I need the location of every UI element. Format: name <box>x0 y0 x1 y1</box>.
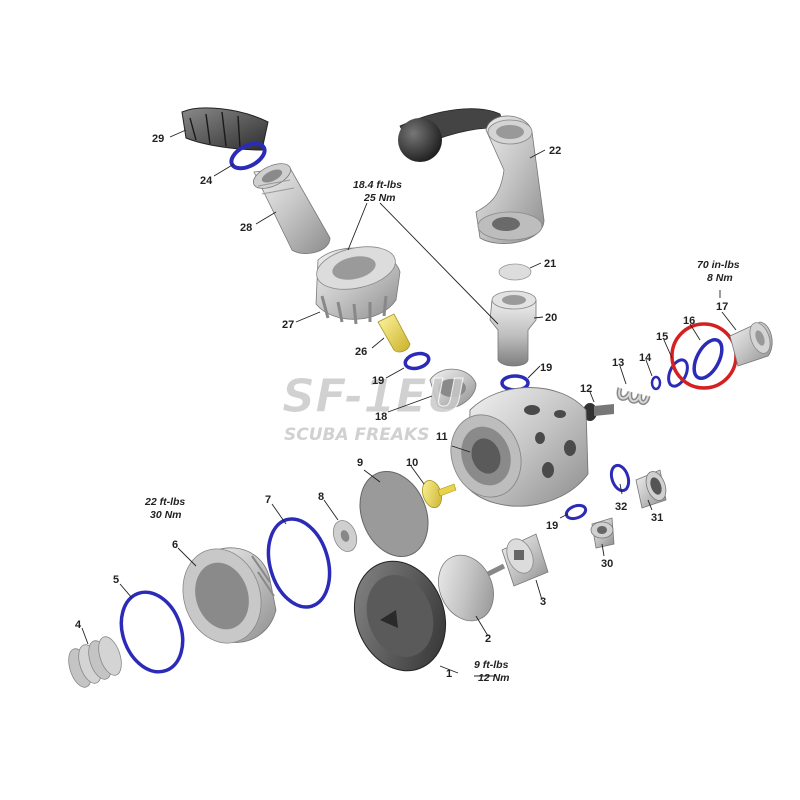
label-21: 21 <box>544 258 556 270</box>
label-2: 2 <box>485 633 491 645</box>
part-1-cap <box>353 560 447 672</box>
torque-4-line2: 12 Nm <box>478 672 510 684</box>
label-9: 9 <box>357 457 363 469</box>
part-28-stem <box>252 163 331 254</box>
label-8: 8 <box>318 491 324 503</box>
label-15: 15 <box>656 331 668 343</box>
part-5-oring <box>119 590 185 674</box>
part-32-oring <box>609 463 631 493</box>
torque-spec-labels: 18.4 ft-lbs 25 Nm 70 in-lbs 8 Nm 22 ft-l… <box>144 179 740 684</box>
label-6: 6 <box>172 539 178 551</box>
part-19-oring-a <box>403 351 431 371</box>
watermark-tagline: SCUBA FREAKS <box>284 425 429 445</box>
label-16: 16 <box>683 315 695 327</box>
label-29: 29 <box>152 133 164 145</box>
part-21-filter-disc <box>498 263 532 281</box>
part-29-cap <box>181 107 269 151</box>
leader-lines <box>81 129 737 677</box>
label-1: 1 <box>446 668 452 680</box>
label-31: 31 <box>651 512 663 524</box>
part-9-diaphragm <box>359 470 429 558</box>
torque-3-line2: 30 Nm <box>150 509 182 521</box>
torque-4-line1: 9 ft-lbs <box>474 659 509 671</box>
label-19c: 19 <box>546 520 558 532</box>
label-4: 4 <box>75 619 82 631</box>
label-26: 26 <box>355 346 367 358</box>
label-30: 30 <box>601 558 613 570</box>
part-7-oring <box>266 517 332 609</box>
part-10-brass-pin <box>422 479 457 509</box>
part-19-oring-c <box>564 503 588 521</box>
part-4-spring <box>68 636 122 688</box>
torque-1-line1: 18.4 ft-lbs <box>353 179 402 191</box>
part-13-spring <box>616 387 651 405</box>
part-24-oring <box>229 141 267 171</box>
label-5: 5 <box>113 574 119 586</box>
part-31-plug <box>635 469 667 509</box>
part-number-labels: 29 24 28 27 26 19 18 22 21 20 19 12 13 1… <box>75 133 728 680</box>
torque-1-line2: 25 Nm <box>363 192 396 204</box>
label-32: 32 <box>615 501 627 513</box>
label-19b: 19 <box>540 362 552 374</box>
label-28: 28 <box>240 222 252 234</box>
part-6-housing-ring <box>182 547 277 644</box>
part-15-oring <box>667 358 689 388</box>
label-17: 17 <box>716 301 728 313</box>
label-3: 3 <box>540 596 546 608</box>
part-17-end-plug <box>729 321 773 367</box>
label-22: 22 <box>549 145 561 157</box>
part-26-brass-pin <box>377 313 411 353</box>
part-20-inlet-fitting <box>489 290 537 367</box>
part-3-seat <box>501 533 549 587</box>
part-22-yoke <box>398 108 545 244</box>
label-20: 20 <box>545 312 557 324</box>
label-13: 13 <box>612 357 624 369</box>
label-27: 27 <box>282 319 294 331</box>
label-12: 12 <box>580 383 592 395</box>
part-2-piston <box>438 554 506 622</box>
label-7: 7 <box>265 494 271 506</box>
label-24: 24 <box>200 175 213 187</box>
label-11: 11 <box>436 431 448 443</box>
label-10: 10 <box>406 457 418 469</box>
label-18: 18 <box>375 411 387 423</box>
torque-2-line1: 70 in-lbs <box>697 259 740 271</box>
part-11-first-stage-body <box>450 387 589 507</box>
part-12-screw <box>583 403 614 421</box>
part-27-knob-housing <box>315 246 401 325</box>
watermark-logo: SF-1EU <box>282 369 464 423</box>
part-16-oring <box>692 338 724 380</box>
torque-2-line2: 8 Nm <box>707 272 733 284</box>
part-8-washer <box>332 520 358 552</box>
label-19a: 19 <box>372 375 384 387</box>
watermark: SF-1EU SCUBA FREAKS <box>282 369 465 446</box>
torque-3-line1: 22 ft-lbs <box>144 496 185 508</box>
part-18-lock-ring <box>429 368 477 409</box>
label-14: 14 <box>639 352 652 364</box>
part-14-oring <box>650 375 662 391</box>
part-30-fitting <box>590 517 615 549</box>
